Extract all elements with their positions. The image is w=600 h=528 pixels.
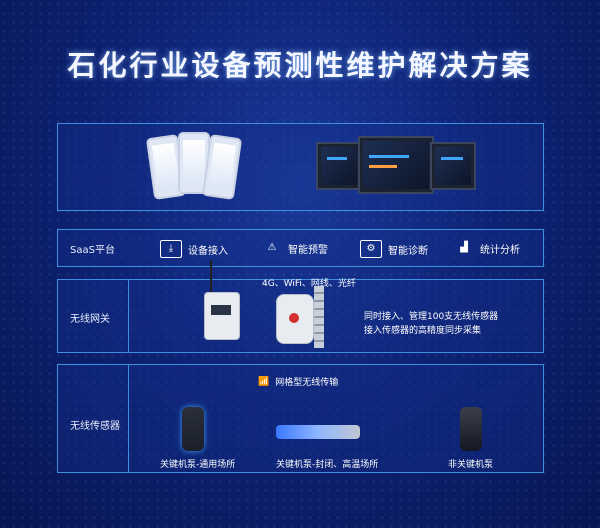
sensor-caption: 关键机泵-通用场所 (160, 460, 236, 470)
sensor-caption: 关键机泵-封闭、高温场所 (276, 460, 379, 470)
uplink-label: 4G、WiFi、网线、光纤 (262, 279, 356, 289)
mounting-rail-image (314, 286, 324, 348)
wireless-transport: 📶 网格型无线传输 (258, 375, 339, 389)
alarm-icon: ⚠ (267, 242, 277, 253)
band-divider (128, 365, 129, 472)
saas-item-label: 智能预警 (288, 244, 328, 256)
monitor-image (358, 136, 434, 194)
wireless-sensor-band: 无线传感器 📶 网格型无线传输 关键机泵-通用场所 关键机泵-封闭、高温场所 非… (57, 364, 544, 473)
wifi-icon: 📶 (258, 376, 270, 387)
monitor-image (316, 142, 362, 190)
explosion-proof-gateway-image (276, 294, 314, 344)
saas-item-statistics: ▟ 统计分析 (454, 240, 520, 256)
antenna-icon (210, 260, 212, 292)
wireless-gateway-band: 无线网关 4G、WiFi、网线、光纤 (57, 260, 544, 353)
transport-label: 网格型无线传输 (275, 378, 339, 388)
saas-item-diagnosis: ⚙ 智能诊断 (360, 240, 428, 258)
sensor-layer-label: 无线传感器 (70, 421, 120, 432)
gateway-note-line: 同时接入、管理100支无线传感器 (364, 312, 499, 322)
saas-item-device-access: ⤓ 设备接入 (160, 240, 228, 258)
band-divider (128, 280, 129, 352)
gateway-layer-label: 无线网关 (70, 314, 110, 325)
saas-item-label: 设备接入 (188, 245, 228, 257)
sensor-image-high-temp (276, 425, 360, 439)
gateway-device-image (204, 292, 240, 340)
saas-item-label: 智能诊断 (388, 245, 428, 257)
page-title: 石化行业设备预测性维护解决方案 (67, 49, 533, 82)
gateway-note-line: 接入传感器的高精度同步采集 (364, 326, 482, 336)
bar-chart-icon: ▟ (460, 242, 468, 253)
sensor-image-general (182, 407, 204, 451)
gateway-note: 同时接入、管理100支无线传感器 接入传感器的高精度同步采集 (364, 310, 498, 338)
diagnosis-icon: ⚙ (360, 240, 382, 258)
monitor-image (430, 142, 476, 190)
application-display-band (57, 123, 544, 211)
saas-platform-band: SaaS平台 ⤓ 设备接入 ⚠ 智能预警 ⚙ 智能诊断 ▟ 统计分析 (57, 229, 544, 267)
sensor-caption: 非关键机泵 (448, 460, 494, 470)
saas-item-early-warning: ⚠ 智能预警 (262, 240, 328, 256)
sensor-image-noncritical (460, 407, 482, 451)
saas-layer-label: SaaS平台 (70, 245, 115, 256)
saas-item-label: 统计分析 (480, 244, 520, 256)
download-monitor-icon: ⤓ (160, 240, 182, 258)
